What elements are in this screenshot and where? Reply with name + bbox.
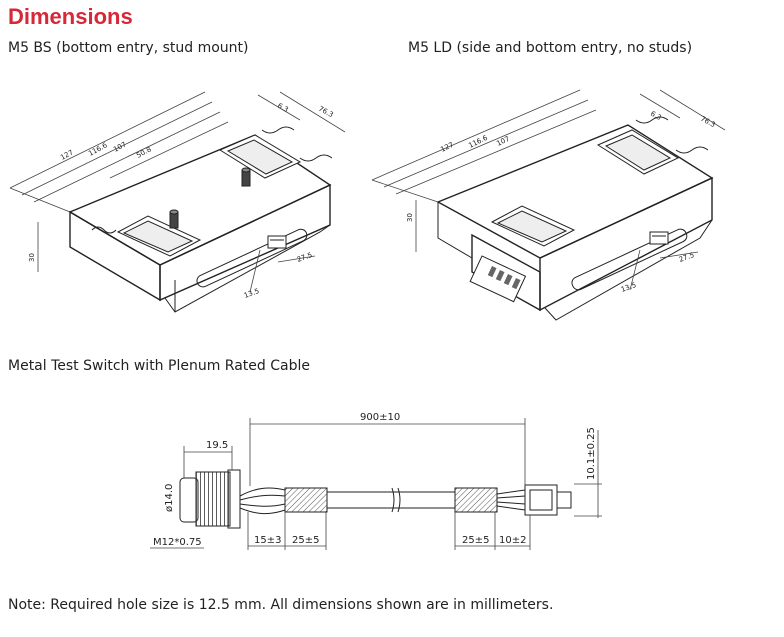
dim-30: 30: [406, 213, 414, 222]
dim-10: 10±2: [499, 535, 526, 546]
dim-13-5: 13.5: [243, 287, 260, 300]
dim-76-3: 76.3: [699, 115, 717, 129]
dim-50-8: 50.8: [135, 145, 153, 159]
dim-thread: M12*0.75: [153, 537, 202, 548]
dim-25-right: 25±5: [462, 535, 489, 546]
rj-connector: [267, 235, 287, 249]
m5-ld-drawing: [371, 89, 726, 321]
heat-shrink: [284, 487, 328, 513]
heat-shrink: [454, 487, 498, 513]
dim-height: 10.1±0.25: [586, 427, 597, 480]
dim-30: 30: [28, 253, 36, 262]
dim-15: 15±3: [254, 535, 281, 546]
switch-thread: [195, 471, 231, 527]
dim-107: 107: [495, 135, 511, 148]
dim-116-6: 116.6: [467, 134, 489, 150]
dim-127: 127: [439, 141, 455, 154]
switch-cap: [179, 477, 199, 523]
dim-27-5: 27.5: [678, 251, 695, 264]
footnote: Note: Required hole size is 12.5 mm. All…: [8, 597, 554, 613]
rj-connector: [649, 231, 669, 245]
switch-nut: [227, 469, 241, 529]
dim-diameter: ø14.0: [164, 484, 175, 512]
dim-6-3: 6.3: [276, 102, 290, 114]
dim-76-3: 76.3: [317, 105, 335, 119]
dim-27-5: 27.5: [296, 251, 313, 264]
dim-116-6: 116.6: [87, 141, 109, 158]
dim-19-5: 19.5: [206, 440, 228, 451]
dim-13-5: 13.5: [620, 281, 637, 294]
caption-m5-ld: M5 LD (side and bottom entry, no studs): [408, 40, 693, 56]
m5-bs-drawing: [9, 91, 346, 313]
caption-test-switch: Metal Test Switch with Plenum Rated Cabl…: [8, 358, 310, 374]
page-title: Dimensions: [8, 4, 133, 29]
dim-107: 107: [112, 140, 128, 153]
dim-length: 900±10: [360, 412, 400, 423]
test-switch-drawing: [150, 418, 602, 550]
dim-25-left: 25±5: [292, 535, 319, 546]
caption-m5-bs: M5 BS (bottom entry, stud mount): [8, 40, 249, 56]
